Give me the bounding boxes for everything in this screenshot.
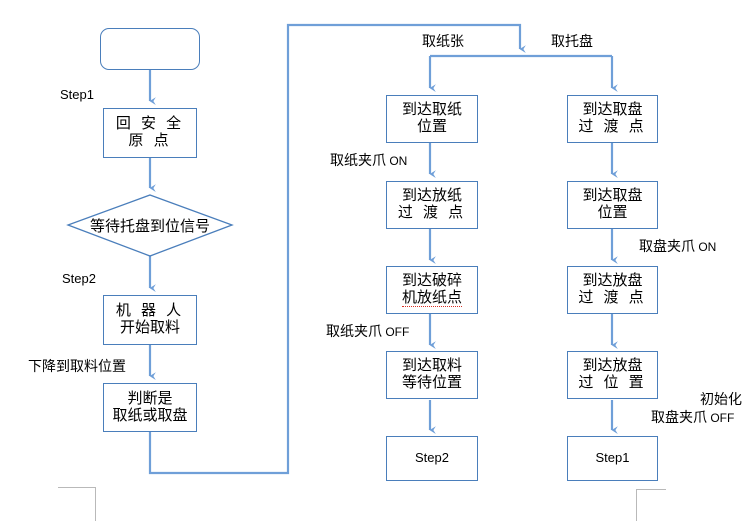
branch-label-take-tray: 取托盘 (551, 33, 593, 49)
judge-paper-or-tray-node[interactable]: 判断是 取纸或取盘 (103, 383, 197, 432)
annotation-tray-gripper-off: 取盘夹爪 OFF (651, 407, 734, 427)
annotation-paper-gripper-on-cn: 取纸夹爪 (330, 152, 386, 168)
paper-node-5-label: Step2 (415, 450, 449, 466)
annotation-tray-gripper-off-cn: 取盘夹爪 (651, 409, 707, 425)
home-position-line-2: 原 点 (128, 132, 172, 149)
paper-node-arrive-pick-wait-position[interactable]: 到达取料 等待位置 (386, 351, 478, 399)
decision-diamond-shape (66, 194, 234, 257)
robot-start-pick-line-2: 开始取料 (119, 319, 180, 336)
tray-node-2-line-2: 位置 (597, 204, 628, 221)
robot-start-pick-node[interactable]: 机 器 人 开始取料 (103, 295, 197, 345)
paper-node-arrive-pick-paper-position[interactable]: 到达取纸 位置 (386, 95, 478, 143)
tray-node-arrive-place-tray-position[interactable]: 到达放盘 过 位 置 (567, 351, 658, 399)
page-corner-mark-bottom-left (58, 487, 96, 521)
paper-node-4-line-2: 等待位置 (401, 374, 462, 391)
paper-node-3-line-1: 到达破碎 (401, 271, 462, 289)
annotation-paper-gripper-off-state: OFF (385, 325, 410, 339)
robot-start-pick-line-1: 机 器 人 (115, 302, 185, 320)
tray-node-4-line-2: 过 位 置 (578, 374, 647, 391)
paper-node-4-line-1: 到达取料 (401, 357, 462, 375)
annotation-tray-gripper-off-state: OFF (710, 411, 735, 425)
annotation-paper-gripper-on: 取纸夹爪 ON (330, 150, 407, 170)
paper-node-goto-step2[interactable]: Step2 (386, 436, 478, 481)
tray-node-1-line-2: 过 渡 点 (578, 118, 647, 135)
paper-node-arrive-shredder-place-point[interactable]: 到达破碎 机放纸点 (386, 266, 478, 314)
tray-node-arrive-pick-tray-position[interactable]: 到达取盘 位置 (567, 181, 658, 229)
descend-to-pick-position-label: 下降到取料位置 (28, 358, 126, 374)
branch-label-take-paper: 取纸张 (422, 33, 464, 49)
annotation-paper-gripper-on-state: ON (389, 154, 408, 168)
judge-line-1: 判断是 (127, 389, 173, 407)
annotation-paper-gripper-off-cn: 取纸夹爪 (326, 323, 382, 339)
tray-node-3-line-1: 到达放盘 (582, 272, 643, 290)
tray-node-2-line-1: 到达取盘 (582, 187, 643, 205)
annotation-tray-gripper-on-cn: 取盘夹爪 (639, 238, 695, 254)
annotation-tray-gripper-on-state: ON (698, 240, 717, 254)
annotation-initialize: 初始化 (700, 391, 742, 407)
paper-node-arrive-place-paper-transition[interactable]: 到达放纸 过 渡 点 (386, 181, 478, 229)
page-corner-mark-bottom-right (636, 489, 666, 521)
start-node[interactable] (100, 28, 200, 70)
paper-node-3-line-2: 机放纸点 (401, 288, 462, 308)
annotation-paper-gripper-off: 取纸夹爪 OFF (326, 321, 409, 341)
tray-node-5-label: Step1 (595, 450, 630, 466)
paper-node-2-line-1: 到达放纸 (401, 187, 462, 205)
home-position-line-1: 回 安 全 (115, 115, 185, 133)
tray-node-arrive-pick-tray-transition[interactable]: 到达取盘 过 渡 点 (567, 95, 658, 143)
tray-node-1-line-1: 到达取盘 (582, 101, 643, 119)
annotation-tray-gripper-on: 取盘夹爪 ON (639, 236, 716, 256)
tray-node-3-line-2: 过 渡 点 (578, 289, 647, 306)
paper-node-1-line-2: 位置 (416, 118, 447, 135)
tray-node-4-line-1: 到达放盘 (582, 357, 643, 375)
tray-node-goto-step1[interactable]: Step1 (567, 436, 658, 481)
step1-marker-label: Step1 (60, 87, 94, 102)
tray-node-arrive-place-tray-transition[interactable]: 到达放盘 过 渡 点 (567, 266, 658, 314)
paper-node-2-line-2: 过 渡 点 (397, 204, 467, 221)
judge-line-2: 取纸或取盘 (112, 406, 188, 424)
paper-node-1-line-1: 到达取纸 (401, 101, 462, 119)
step2-marker-label: Step2 (62, 271, 96, 286)
wait-tray-signal-decision[interactable]: 等待托盘到位信号 (68, 195, 232, 256)
home-position-node[interactable]: 回 安 全 原 点 (103, 108, 197, 158)
wait-tray-signal-label: 等待托盘到位信号 (89, 218, 210, 235)
edge-judge-loop-to-top (148, 23, 526, 475)
